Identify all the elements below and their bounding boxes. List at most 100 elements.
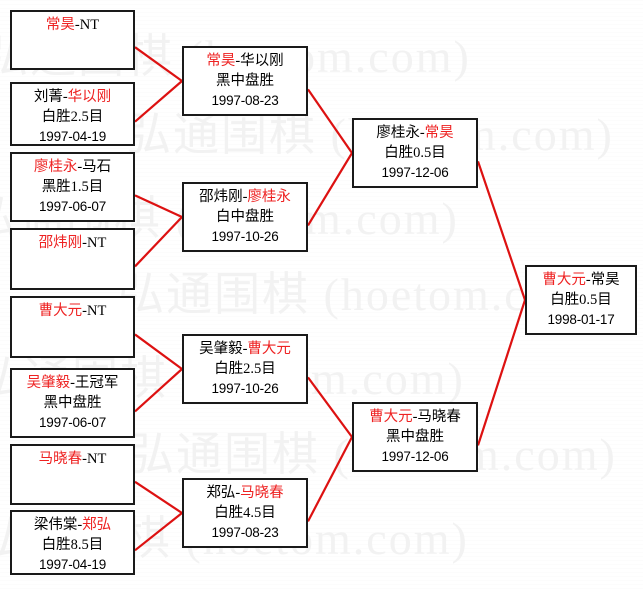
match-date: 1997-10-26 [211, 229, 279, 244]
winner-name: 常昊 [206, 53, 236, 69]
loser-name: 王冠军 [74, 375, 119, 391]
match-pairing: 邵炜刚-廖桂永 [184, 187, 306, 207]
loser-name: 马石 [82, 159, 112, 175]
winner-name: 曹大元 [542, 272, 586, 288]
winner-name: 吴肇毅 [26, 375, 71, 391]
match-pairing: 邵炜刚-NT [12, 233, 133, 253]
match-result: 黑中盘胜 [43, 395, 102, 411]
connector-line [476, 161, 527, 301]
match-result: 白胜8.5目 [41, 537, 104, 553]
loser-name: 梁伟棠 [33, 517, 78, 533]
loser-name: 常昊 [590, 272, 620, 288]
match-node[interactable]: 马晓春-NT [10, 444, 135, 505]
pairing-separator: - [70, 375, 75, 391]
pairing-separator: - [419, 125, 425, 141]
connector-line [307, 436, 353, 522]
connector-line [134, 512, 183, 552]
connector-line [134, 368, 183, 413]
loser-name: 刘菁 [33, 89, 63, 105]
match-node[interactable]: 吴肇毅-曹大元白胜2.5目 1997-10-26 [182, 334, 308, 404]
winner-name: 曹大元 [38, 303, 83, 319]
winner-name: 廖桂永 [247, 189, 291, 205]
connector-line [134, 216, 183, 268]
opponent-placeholder: NT [87, 451, 107, 467]
winner-name: 廖桂永 [33, 159, 78, 175]
match-pairing: 梁伟棠-郑弘 [12, 515, 133, 535]
match-node[interactable]: 刘菁-华以刚白胜2.5目 1997-04-19 [10, 82, 135, 146]
opponent-placeholder: NT [87, 303, 107, 319]
connector-line [476, 299, 527, 446]
winner-name: 华以刚 [67, 89, 112, 105]
match-node[interactable]: 曹大元-NT [10, 296, 135, 358]
opponent-placeholder: NT [79, 17, 100, 33]
connector-line [307, 88, 353, 154]
match-date: 1997-06-07 [38, 199, 107, 214]
pairing-separator: - [62, 89, 68, 105]
connector-line [134, 194, 183, 218]
match-date: 1997-04-19 [38, 129, 107, 144]
loser-name: 邵炜刚 [199, 189, 243, 205]
loser-name: 华以刚 [240, 53, 284, 69]
match-pairing: 马晓春-NT [12, 449, 133, 469]
match-node[interactable]: 廖桂永-常昊白胜0.5目 1997-12-06 [352, 118, 478, 188]
match-node[interactable]: 曹大元-常昊白胜0.5目 1998-01-17 [525, 265, 637, 335]
winner-name: 曹大元 [247, 341, 291, 357]
pairing-separator: - [82, 451, 87, 467]
match-result: 黑胜1.5目 [41, 179, 104, 195]
match-result: 黑中盘胜 [216, 73, 274, 89]
match-result: 白胜2.5目 [41, 109, 104, 125]
match-result: 白胜0.5目 [550, 292, 612, 308]
pairing-separator: - [82, 235, 87, 251]
pairing-separator: - [235, 485, 241, 501]
match-pairing: 曹大元-马晓春 [354, 407, 476, 427]
connector-line [134, 80, 183, 123]
match-date: 1997-08-23 [211, 525, 279, 540]
match-node[interactable]: 常昊-NT [10, 10, 135, 70]
winner-name: 马晓春 [38, 451, 83, 467]
match-node[interactable]: 廖桂永-马石黑胜1.5目 1997-06-07 [10, 152, 135, 222]
pairing-separator: - [242, 341, 248, 357]
match-date: 1997-04-19 [38, 557, 107, 572]
match-pairing: 曹大元-常昊 [527, 270, 635, 290]
match-node[interactable]: 吴肇毅-王冠军黑中盘胜 1997-06-07 [10, 368, 135, 438]
match-node[interactable]: 邵炜刚-NT [10, 228, 135, 290]
match-result: 黑中盘胜 [386, 429, 444, 445]
connector-line [307, 152, 353, 226]
match-pairing: 刘菁-华以刚 [12, 87, 133, 107]
loser-name: 吴肇毅 [199, 341, 243, 357]
match-result: 白胜4.5目 [214, 505, 276, 521]
match-pairing: 廖桂永-马石 [12, 157, 133, 177]
loser-name: 廖桂永 [376, 125, 420, 141]
match-result: 白中盘胜 [216, 209, 274, 225]
match-pairing: 吴肇毅-曹大元 [184, 339, 306, 359]
winner-name: 曹大元 [369, 409, 413, 425]
connector-line [307, 376, 353, 438]
pairing-separator: - [77, 159, 83, 175]
connector-line [134, 480, 183, 514]
match-pairing: 常昊-NT [12, 15, 133, 35]
match-result: 白胜2.5目 [214, 361, 276, 377]
winner-name: 常昊 [424, 125, 454, 141]
match-node[interactable]: 邵炜刚-廖桂永白中盘胜 1997-10-26 [182, 182, 308, 252]
match-node[interactable]: 梁伟棠-郑弘白胜8.5目 1997-04-19 [10, 510, 135, 575]
match-pairing: 常昊-华以刚 [184, 51, 306, 71]
match-date: 1997-12-06 [381, 449, 449, 464]
pairing-separator: - [82, 303, 87, 319]
match-date: 1997-10-26 [211, 381, 279, 396]
winner-name: 邵炜刚 [38, 235, 83, 251]
match-pairing: 曹大元-NT [12, 301, 133, 321]
winner-name: 常昊 [45, 17, 75, 33]
match-node[interactable]: 曹大元-马晓春黑中盘胜 1997-12-06 [352, 402, 478, 472]
match-node[interactable]: 郑弘-马晓春白胜4.5目 1997-08-23 [182, 478, 308, 548]
match-date: 1997-12-06 [381, 165, 449, 180]
winner-name: 郑弘 [82, 517, 112, 533]
match-date: 1998-01-17 [547, 312, 615, 327]
pairing-separator: - [585, 272, 591, 288]
connector-line [134, 333, 183, 370]
match-result: 白胜0.5目 [384, 145, 446, 161]
match-pairing: 吴肇毅-王冠军 [12, 373, 133, 393]
match-pairing: 郑弘-马晓春 [184, 483, 306, 503]
match-date: 1997-06-07 [38, 415, 107, 430]
